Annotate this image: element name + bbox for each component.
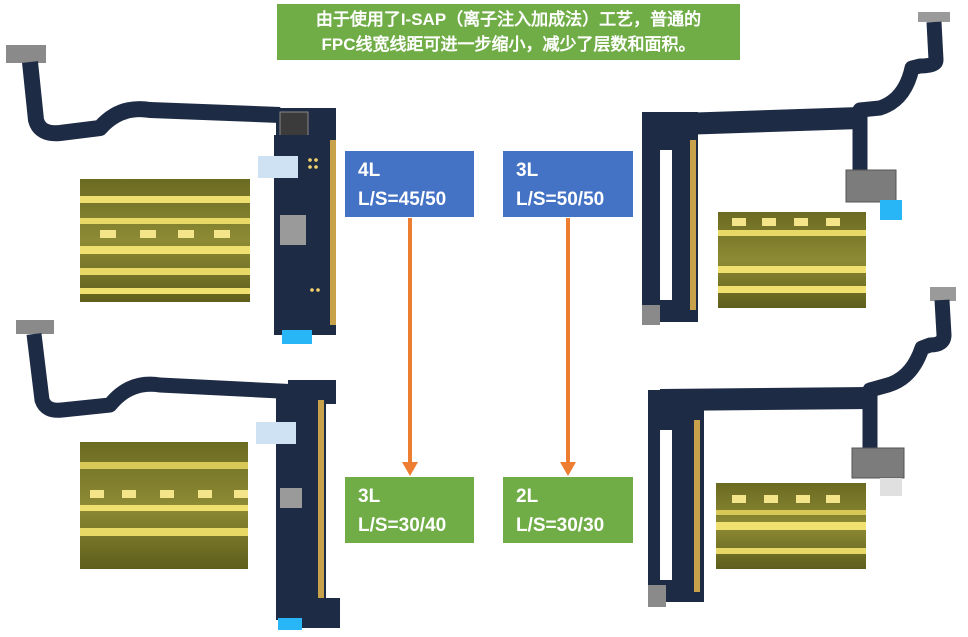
- left-after-box: 3L L/S=30/40: [345, 477, 474, 543]
- fpc-bottom-left: [16, 320, 340, 630]
- connector-tab: [6, 45, 46, 63]
- right-before-ls: L/S=50/50: [516, 189, 605, 210]
- left-before-layers: 4L: [358, 160, 381, 181]
- fpc-top-left: [6, 45, 336, 344]
- right-before-box: 3L L/S=50/50: [503, 151, 633, 217]
- process-note-line2: FPC线宽线距可进一步缩小，减少了层数和面积。: [321, 35, 696, 54]
- right-after-box: 2L L/S=30/30: [503, 477, 633, 543]
- fpc-bottom-right: [648, 287, 956, 607]
- process-note: 由于使用了I-SAP（离子注入加成法）工艺，普通的 FPC线宽线距可进一步缩小，…: [277, 4, 740, 60]
- arrow-right: [560, 218, 576, 476]
- cross-section-bottom-left: [80, 442, 248, 569]
- cross-section-bottom-right: [716, 483, 866, 569]
- cross-section-top-left: [80, 179, 250, 302]
- process-note-line1: 由于使用了I-SAP（离子注入加成法）工艺，普通的: [315, 10, 702, 29]
- left-after-ls: L/S=30/40: [358, 515, 447, 536]
- arrow-left: [402, 218, 418, 476]
- left-after-layers: 3L: [358, 486, 381, 507]
- cross-section-top-right: [718, 212, 866, 308]
- left-before-box: 4L L/S=45/50: [345, 151, 474, 217]
- left-before-ls: L/S=45/50: [358, 189, 447, 210]
- right-before-layers: 3L: [516, 160, 539, 181]
- right-after-ls: L/S=30/30: [516, 515, 605, 536]
- right-after-layers: 2L: [516, 486, 539, 507]
- fpc-top-right: [642, 12, 950, 325]
